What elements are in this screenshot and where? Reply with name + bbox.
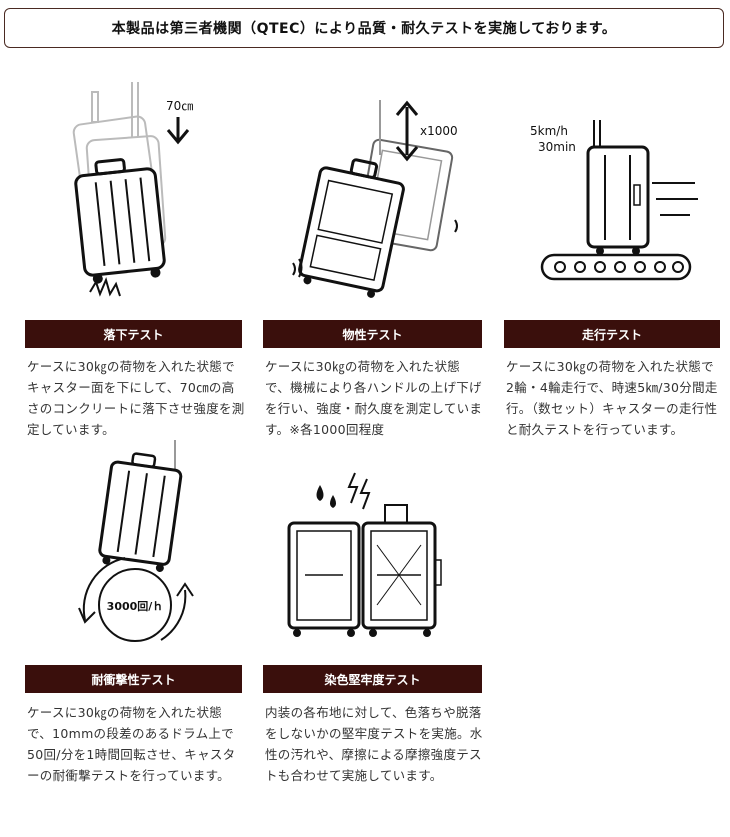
test-label-physical: 物性テスト — [263, 320, 482, 348]
speed-label: 5km/h — [530, 124, 568, 138]
test-description-running: ケースに30㎏の荷物を入れた状態で2輪・4輪走行で、時速5㎞/30分間走行。（数… — [506, 359, 718, 437]
test-description-colorfastness: 内装の各布地に対して、色落ちや脱落をしないかの堅牢度テストを実施。水性の汚れや、… — [265, 705, 483, 783]
test-label-running: 走行テスト — [504, 320, 720, 348]
rotation-rate-label: 3000回/ｈ — [107, 599, 164, 613]
test-label-impact: 耐衝撃性テスト — [25, 665, 242, 693]
suitcase-drum-icon: 3000回/ｈ — [78, 440, 194, 642]
drop-height-label: 70㎝ — [166, 99, 193, 113]
header-banner: 本製品は第三者機関（QTEC）により品質・耐久テストを実施しております。 — [4, 8, 724, 48]
duration-label: 30min — [538, 140, 576, 154]
test-description-physical: ケースに30㎏の荷物を入れた状態で、機械により各ハンドルの上げ下げを行い、強度・… — [265, 359, 483, 437]
suitcase-handle-icon: x1000 — [292, 100, 458, 298]
test-description-drop: ケースに30㎏の荷物を入れた状態でキャスター面を下にして、70㎝の高さのコンクリ… — [27, 359, 245, 437]
repetition-label: x1000 — [420, 124, 458, 138]
suitcase-drop-icon: 70㎝ — [72, 82, 193, 297]
test-description-impact: ケースに30㎏の荷物を入れた状態で、10mmの段差のあるドラム上で50回/分を1… — [27, 705, 236, 783]
suitcase-treadmill-icon: 5km/h 30min — [530, 120, 698, 281]
test-label-drop: 落下テスト — [25, 320, 242, 348]
test-label-colorfastness: 染色堅牢度テスト — [263, 665, 482, 693]
open-suitcase-icon — [287, 472, 442, 637]
